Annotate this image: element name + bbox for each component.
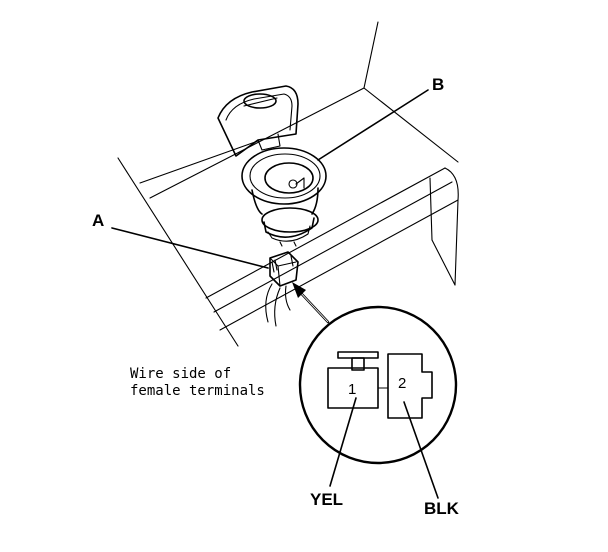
callout-b-label: B xyxy=(432,75,444,94)
terminal-1-wire-color: YEL xyxy=(310,490,343,509)
connector-note-line1: Wire side of xyxy=(130,366,231,382)
magnified-connector-view xyxy=(298,305,458,465)
callout-a-leader xyxy=(111,227,269,269)
terminal-2-number: 2 xyxy=(398,375,406,392)
terminal-2-wire-color: BLK xyxy=(424,499,460,518)
zoom-arrow xyxy=(292,282,330,324)
terminal-2-cavity xyxy=(387,353,433,419)
terminal-1-number: 1 xyxy=(348,381,356,398)
console-panel xyxy=(117,21,459,347)
yel-wire-leader xyxy=(329,397,357,487)
connector-note-line2: female terminals xyxy=(130,383,265,399)
harness-connector xyxy=(265,251,299,327)
power-socket xyxy=(217,85,327,247)
callout-b-leader xyxy=(317,89,429,161)
callout-a-label: A xyxy=(92,211,104,230)
blk-wire-leader xyxy=(403,401,439,499)
